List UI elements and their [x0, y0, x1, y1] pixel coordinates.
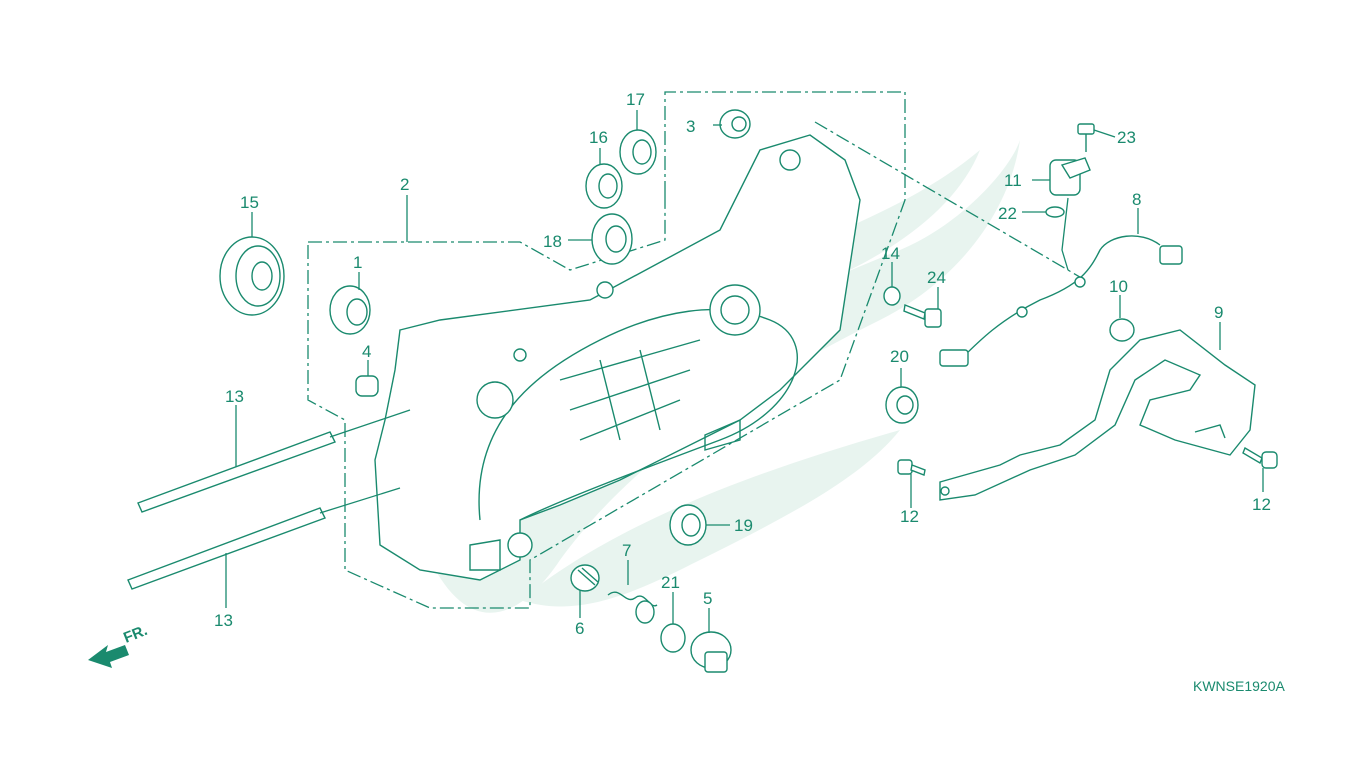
o-ring-21	[660, 623, 686, 653]
callout-16: 16	[589, 128, 608, 147]
callout-5: 5	[703, 589, 712, 608]
callout-10: 10	[1109, 277, 1128, 296]
callout-23: 23	[1117, 128, 1136, 147]
callout-3: 3	[686, 117, 695, 136]
grommet-10	[1109, 318, 1135, 342]
leader-lines	[225, 110, 1264, 633]
wire-harness-8	[939, 235, 1183, 367]
oil-seal-19	[669, 504, 707, 546]
dowel-4	[355, 375, 379, 397]
diagram-code: KWNSE1920A	[1193, 678, 1285, 694]
bolt-12-left	[897, 459, 926, 476]
callout-21: 21	[661, 573, 680, 592]
drain-plug-5	[690, 631, 732, 673]
callout-14: 14	[881, 244, 900, 263]
bracket-9	[939, 329, 1256, 501]
bearing-1	[329, 285, 371, 335]
callout-12-left: 12	[900, 507, 919, 526]
callout-11: 11	[1004, 171, 1022, 190]
callout-12-right: 12	[1252, 495, 1271, 514]
callout-6: 6	[575, 619, 584, 638]
callout-22: 22	[998, 204, 1017, 223]
group-frame-2	[308, 195, 666, 271]
oil-seal-20	[885, 386, 919, 424]
sensor-11	[1049, 157, 1091, 196]
front-direction-arrow: FR.	[88, 622, 150, 668]
callout-24: 24	[927, 268, 946, 287]
callout-4: 4	[362, 342, 371, 361]
callout-2: 2	[400, 175, 409, 194]
bolt-12-right	[1242, 446, 1278, 469]
callout-labels: 1 2 3 4 5 6 7 8 9 10 11 12 12 13 13 14 1…	[214, 90, 1271, 638]
stud-bolt-13-upper	[137, 431, 336, 513]
bearing-18	[591, 213, 633, 265]
callout-19: 19	[734, 516, 753, 535]
spring-7	[607, 591, 658, 624]
dowel-3	[719, 109, 751, 139]
callout-9: 9	[1214, 303, 1223, 322]
strainer-6	[570, 564, 600, 592]
callout-8: 8	[1132, 190, 1141, 209]
group-frame-main	[307, 91, 906, 609]
callout-13-lower: 13	[214, 611, 233, 630]
bolt-23	[1077, 123, 1095, 152]
callout-13-upper: 13	[225, 387, 244, 406]
stud-bolt-13-lower	[127, 507, 326, 590]
sensor-frame	[814, 121, 1086, 281]
crankcase-left	[374, 134, 861, 581]
bearing-17	[619, 129, 657, 175]
o-ring-22	[1045, 206, 1065, 218]
callout-17: 17	[626, 90, 645, 109]
washer-14	[883, 286, 901, 306]
callout-7: 7	[622, 541, 631, 560]
direction-label: FR.	[121, 622, 150, 647]
callout-18: 18	[543, 232, 562, 251]
callout-1: 1	[353, 253, 362, 272]
callout-15: 15	[240, 193, 259, 212]
bearing-15	[219, 236, 285, 316]
bearing-16	[585, 163, 623, 209]
callout-20: 20	[890, 347, 909, 366]
bolt-24	[903, 304, 942, 328]
